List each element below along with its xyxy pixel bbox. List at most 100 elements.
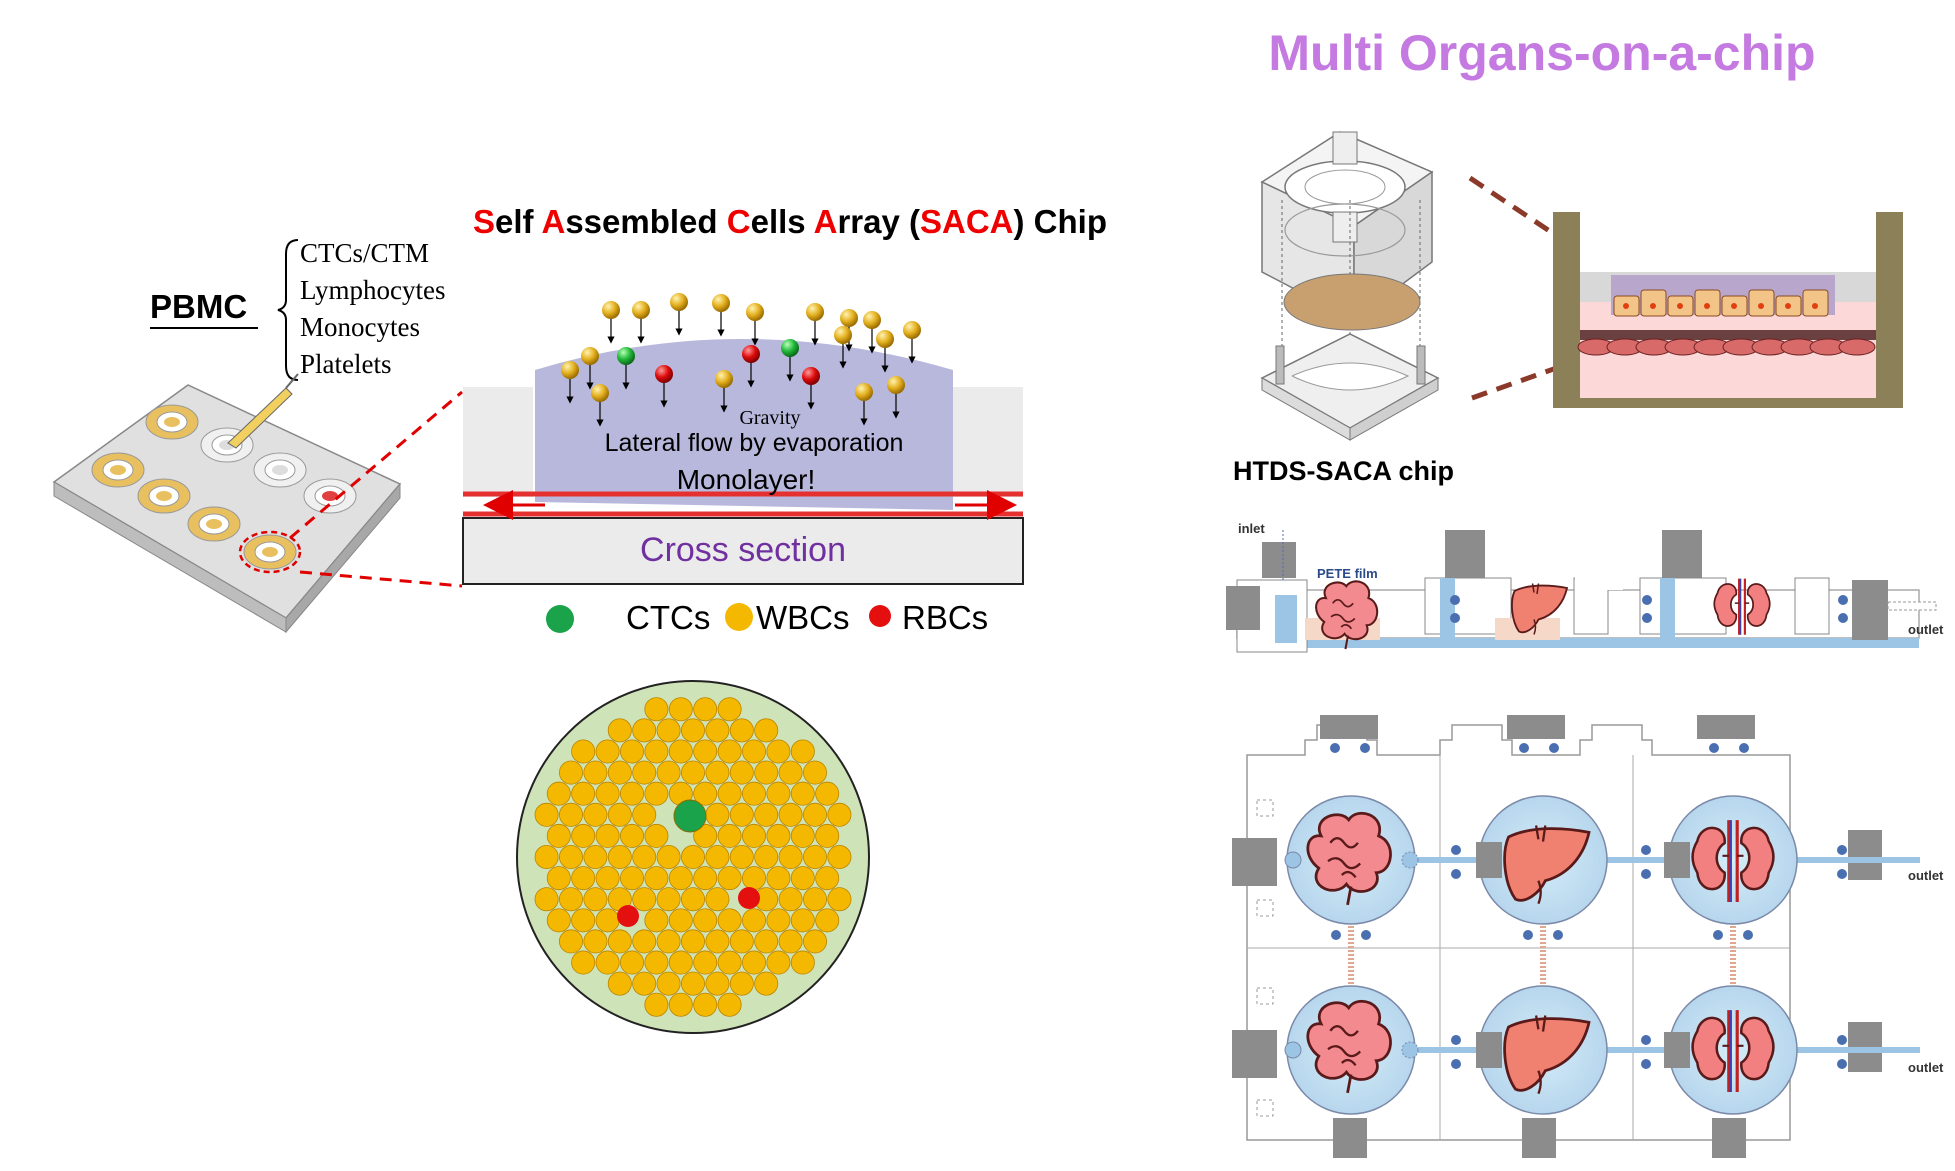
wbc-cell [693, 908, 718, 933]
wbc-cell [632, 802, 657, 827]
wbc-cell [644, 739, 669, 764]
wbc-cell [903, 321, 921, 360]
wbc-cell [632, 971, 657, 996]
pbmc-label: PBMC [150, 288, 247, 325]
wbc-cell [571, 823, 596, 848]
wbc-cell [583, 887, 608, 912]
wbc-cell [559, 760, 584, 785]
wbc-cell [656, 760, 681, 785]
medium-droplet [535, 339, 953, 510]
wbc-cell [668, 866, 693, 891]
wbc-cell [742, 866, 767, 891]
gravity-label: Gravity [739, 407, 800, 429]
wbc-cell [754, 760, 779, 785]
pbmc-item: Monocytes [300, 312, 420, 342]
wbc-cell [571, 781, 596, 806]
chip-well [91, 452, 145, 488]
wbc-cell [656, 718, 681, 743]
rbc-cell [617, 905, 639, 927]
cell-nucleus [1785, 303, 1791, 309]
legend-ctcs: CTCs [626, 599, 710, 636]
legend-wbcs: WBCs [756, 599, 850, 636]
wbc-cell [559, 802, 584, 827]
wbc-cell [705, 887, 730, 912]
wbc-cell [583, 929, 608, 954]
wbc-cell [717, 992, 742, 1017]
wbc-cell [644, 908, 669, 933]
htds-saca-label: HTDS-SACA chip [1233, 456, 1454, 486]
wbc-cell [571, 866, 596, 891]
wbc-cell [729, 845, 754, 870]
monolayer-label: Monolayer! [677, 464, 816, 495]
substrate [462, 517, 1024, 585]
outlet-label: outlet [1908, 868, 1944, 883]
wbc-cell [534, 802, 559, 827]
wbc-cell [681, 760, 706, 785]
cell-nucleus [1677, 303, 1683, 309]
wbc-cell [632, 301, 650, 340]
wbc-cell [632, 718, 657, 743]
wbc-cell [632, 845, 657, 870]
wbc-cell [583, 802, 608, 827]
wbc-cell [742, 781, 767, 806]
grid-organ-chip: outlet outlet [1232, 715, 1944, 1158]
port-dots [1330, 743, 1847, 1069]
side-wall-left [463, 387, 533, 497]
lateral-flow-label: Lateral flow by evaporation [605, 429, 904, 457]
wbc-cell [607, 760, 632, 785]
wbc-cell [754, 718, 779, 743]
wbc-cell [644, 823, 669, 848]
wbc-cell [595, 739, 620, 764]
ctc-legend-dot [546, 605, 574, 633]
wbc-cell [778, 887, 803, 912]
wbc-monolayer [534, 697, 852, 1017]
wbc-cell [607, 845, 632, 870]
pbmc-item: Platelets [300, 349, 391, 379]
wbc-cell [559, 845, 584, 870]
wbc-cell [656, 929, 681, 954]
wbc-cell [632, 929, 657, 954]
wbc-cell [546, 866, 571, 891]
wbc-cell [595, 823, 620, 848]
wbc-cell [559, 887, 584, 912]
chip-well [303, 478, 357, 514]
wbc-cell [534, 887, 559, 912]
wbc-cell [815, 823, 840, 848]
wbc-cell [620, 823, 645, 848]
pbmc-brace [277, 239, 299, 381]
side-wall-right [953, 387, 1023, 497]
wbc-cell [681, 887, 706, 912]
wbc-cell [644, 781, 669, 806]
wbc-cell [778, 929, 803, 954]
wbc-cell [754, 971, 779, 996]
wbc-cell [778, 760, 803, 785]
cross-section-label: Cross section [640, 531, 846, 569]
wbc-cell [583, 760, 608, 785]
wbc-cell [717, 908, 742, 933]
chip-well [145, 404, 199, 440]
wbc-legend-dot [725, 603, 753, 631]
wbc-cell [681, 718, 706, 743]
wbc-cell [717, 823, 742, 848]
wbc-cell [790, 739, 815, 764]
wbc-cell [790, 866, 815, 891]
chip-well [137, 478, 191, 514]
wbc-cell [693, 697, 718, 722]
endothelial-cell [1838, 338, 1876, 356]
wbc-cell [827, 887, 852, 912]
wbc-cell [790, 823, 815, 848]
wbc-cell [595, 908, 620, 933]
wbc-cell [681, 929, 706, 954]
wbc-cell [693, 739, 718, 764]
wbc-cell [656, 887, 681, 912]
inlet-label: inlet [1238, 521, 1265, 536]
wbc-cell [559, 929, 584, 954]
cell-nucleus [1704, 303, 1710, 309]
cell-nucleus [1812, 303, 1818, 309]
saca-chip-title: Self Assembled Cells Array (SACA) Chip [473, 203, 1107, 240]
wbc-cell [827, 802, 852, 827]
wbc-cell [595, 950, 620, 975]
wbc-cell [806, 303, 824, 342]
wbc-cell [693, 866, 718, 891]
